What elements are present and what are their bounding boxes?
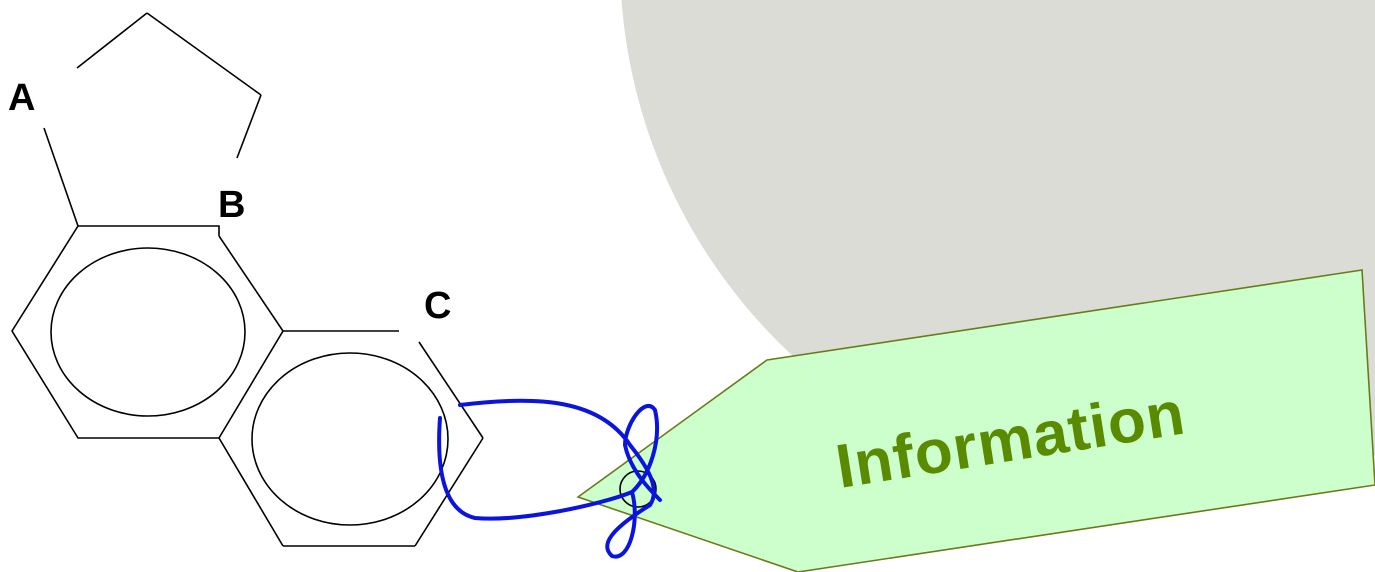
aromatic-circle bbox=[251, 352, 449, 526]
ring-bond bbox=[236, 94, 262, 159]
ring-bond bbox=[76, 12, 148, 69]
ring-bond bbox=[146, 12, 262, 96]
information-tag: Information bbox=[576, 269, 1375, 572]
aromatic-circle bbox=[50, 247, 246, 417]
right-benzene-ring bbox=[218, 330, 484, 547]
label-c: C bbox=[424, 285, 451, 327]
tag-shape bbox=[576, 269, 1375, 572]
left-benzene-ring bbox=[11, 225, 284, 439]
ring-bond bbox=[418, 341, 484, 439]
label-b: B bbox=[218, 184, 245, 226]
label-a: A bbox=[8, 77, 35, 119]
tag-string bbox=[437, 398, 662, 559]
ring-bond bbox=[43, 127, 79, 227]
ring-bond bbox=[218, 437, 284, 547]
five-membered-ring bbox=[43, 12, 262, 227]
ring-bond bbox=[11, 225, 284, 439]
